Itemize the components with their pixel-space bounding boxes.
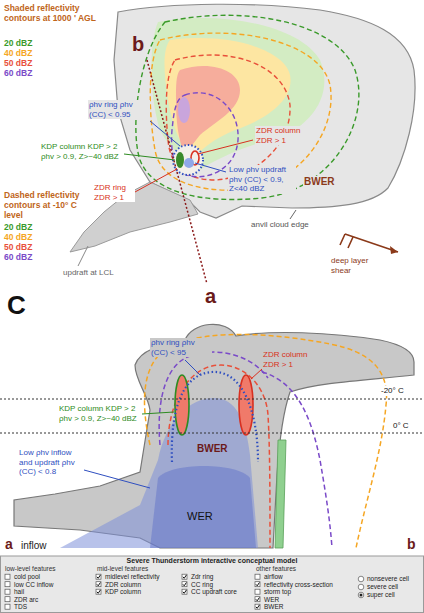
checkbox — [182, 589, 187, 594]
checkbox — [96, 574, 101, 579]
radio-dot — [360, 594, 363, 597]
legend-text: 60 dBZ — [4, 252, 32, 262]
annotation: anvil cloud edge — [250, 220, 310, 230]
checkbox-label: CC updraft core — [190, 588, 238, 596]
section-letter: b — [406, 537, 417, 551]
legend-text: 50 dBZ — [4, 242, 32, 252]
annotation: ZDR ring ZDR > 1 — [93, 183, 135, 202]
section-letter: b — [131, 34, 145, 54]
annotation: deep layer shear — [330, 256, 380, 275]
checkbox — [96, 582, 101, 587]
radio-button — [358, 592, 364, 598]
legend-entry: 40 dBZ — [3, 48, 33, 58]
checkbox-label: low CC inflow — [13, 581, 54, 589]
region-label: WER — [186, 510, 214, 523]
check-mark — [97, 590, 101, 593]
section-letter: a — [204, 286, 217, 306]
legend-entry: 20 dBZ — [3, 38, 33, 48]
checkbox — [255, 582, 260, 587]
radio-label: severe cell — [366, 583, 399, 591]
checkbox — [5, 604, 10, 609]
feature-group-heading: low-level features — [4, 565, 57, 573]
checkbox — [5, 597, 10, 602]
feature-group-heading: other features — [255, 565, 297, 573]
annotation: inflow — [20, 540, 48, 552]
check-mark — [183, 583, 187, 586]
annotation: updraft at LCL — [62, 268, 115, 278]
checkbox — [255, 597, 260, 602]
checkbox — [182, 582, 187, 587]
radio-label: nonsevere cell — [366, 575, 410, 583]
legend-entry: 50 dBZ — [3, 58, 33, 68]
legend-entry: 40 dBZ — [3, 232, 33, 242]
check-mark — [256, 605, 260, 608]
check-mark — [183, 590, 187, 593]
checkbox — [255, 574, 260, 579]
legend-text: 40 dBZ — [4, 48, 32, 58]
annotation: Low ρhv updraft ρhv (CC) < 0.9, Z<40 dBZ — [228, 165, 296, 194]
checkbox — [255, 589, 260, 594]
section-letter: a — [4, 537, 14, 551]
check-mark — [256, 583, 260, 586]
checkbox — [5, 574, 10, 579]
checkbox-label: TDS — [13, 603, 28, 611]
legend-text: 60 dBZ — [4, 68, 32, 78]
checkbox — [5, 582, 10, 587]
checkbox-label: cold pool — [13, 573, 41, 581]
legend-heading: Dashed reflectivity contours at -10° C l… — [3, 190, 95, 220]
legend-entry: 20 dBZ — [3, 222, 33, 232]
annotation: ZDR column ZDR > 1 — [255, 126, 309, 145]
checkbox-label: airflow — [263, 573, 284, 581]
checkbox — [96, 589, 101, 594]
checkbox-label: hail — [13, 588, 25, 596]
feature-group-heading: mid-level features — [96, 565, 149, 573]
legend-text: 40 dBZ — [4, 232, 32, 242]
legend-text: 20 dBZ — [4, 38, 32, 48]
radio-button — [358, 584, 364, 590]
legend-entry: 60 dBZ — [3, 68, 33, 78]
check-mark — [97, 583, 101, 586]
panel-title: Severe Thunderstorm interactive conceptu… — [0, 556, 424, 565]
annotation: ρhv ring ρhv (CC) < 0.95 — [88, 100, 150, 119]
checkbox-label: WER — [263, 596, 280, 604]
checkbox-label: midlevel reflectivity — [104, 573, 161, 581]
checkbox-label: reflectivity cross-section — [263, 581, 334, 589]
checkbox-label: BWER — [263, 603, 285, 611]
radio-button — [358, 576, 364, 582]
checkbox-label: storm top — [263, 588, 292, 596]
check-mark — [97, 575, 101, 578]
legend-text: 20 dBZ — [4, 222, 32, 232]
annotation: ZDR column ZDR > 1 — [262, 350, 316, 369]
panel-letter: C — [6, 292, 27, 318]
isotherm-label: -20° C — [380, 386, 405, 396]
check-mark — [183, 575, 187, 578]
checkbox — [182, 574, 187, 579]
legend-heading: Shaded reflectivity contours at 1000 ' A… — [3, 3, 100, 23]
legend-entry: 60 dBZ — [3, 252, 33, 262]
region-label: BWER — [303, 176, 336, 188]
annotation: ρhv ring ρhv (CC) < 95 — [150, 338, 212, 357]
isotherm-label: 0° C — [392, 421, 410, 431]
check-mark — [256, 598, 260, 601]
annotation: KDP column KDP > 2 ρhv > 0.9, Z>~40 dBZ — [58, 404, 142, 423]
checkbox — [255, 604, 260, 609]
checkbox-label: CC ring — [190, 581, 214, 589]
checkbox-label: KDP column — [104, 588, 142, 596]
annotation: KDP column KDP > 2 ρhv > 0.9, Z>~40 dBZ — [40, 142, 124, 161]
radio-label: super cell — [366, 591, 396, 599]
checkbox — [5, 589, 10, 594]
legend-entry: 50 dBZ — [3, 242, 33, 252]
annotation: Low ρhv inflow and updraft ρhv (CC) < 0.… — [18, 448, 84, 477]
legend-text: 50 dBZ — [4, 58, 32, 68]
region-label: BWER — [196, 443, 229, 455]
checkbox-label: ZDR arc — [13, 596, 39, 604]
checkbox-label: ZDR column — [104, 581, 142, 589]
checkbox-label: Zdr ring — [190, 573, 214, 581]
